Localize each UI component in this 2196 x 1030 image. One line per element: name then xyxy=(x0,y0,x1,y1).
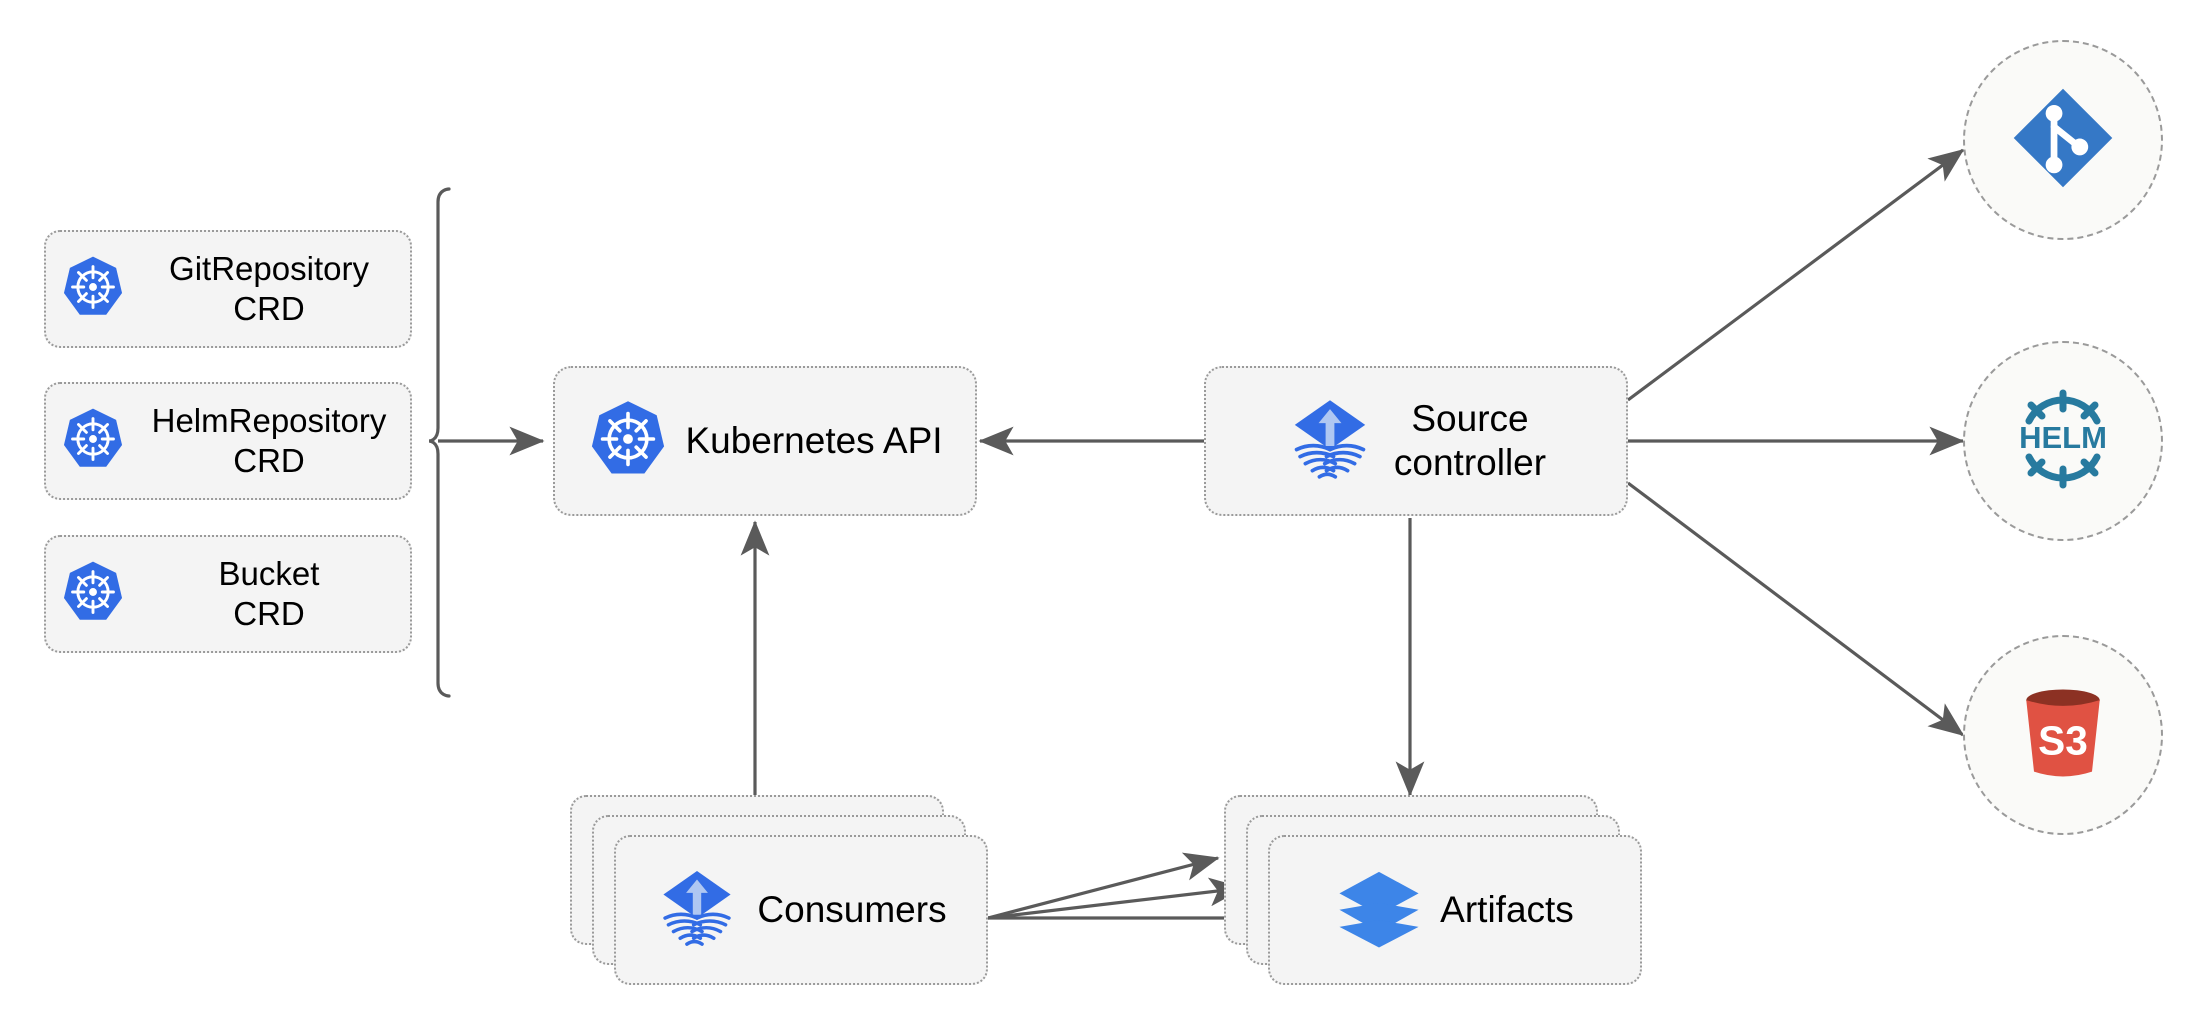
edge-consumers-to-artifacts-1 xyxy=(987,852,1220,920)
helm-wordmark: HELM xyxy=(2019,420,2107,455)
kubernetes-icon xyxy=(587,398,669,485)
crd-label: Bucket CRD xyxy=(218,555,320,632)
artifacts-node[interactable]: Artifacts xyxy=(1224,795,1642,985)
flux-icon xyxy=(1286,395,1374,488)
consumers-node[interactable]: Consumers xyxy=(570,795,988,985)
source-controller-label: Source controller xyxy=(1393,397,1547,483)
layers-icon xyxy=(1336,865,1422,956)
git-icon xyxy=(2007,82,2119,199)
artifacts-label: Artifacts xyxy=(1440,889,1574,930)
external-service-git[interactable] xyxy=(1963,40,2163,240)
kubernetes-api-node[interactable]: Kubernetes API xyxy=(553,366,977,516)
kubernetes-icon xyxy=(60,406,126,477)
kubernetes-icon xyxy=(60,559,126,630)
external-service-s3[interactable]: S3 xyxy=(1963,635,2163,835)
crd-box-gitrepository[interactable]: GitRepository CRD xyxy=(44,230,412,348)
crd-box-helmrepository[interactable]: HelmRepository CRD xyxy=(44,382,412,500)
s3-bucket-icon: S3 xyxy=(2005,675,2121,796)
crd-label: GitRepository CRD xyxy=(169,250,369,327)
source-controller-node[interactable]: Source controller xyxy=(1204,366,1628,516)
artifacts-stack-front[interactable]: Artifacts xyxy=(1268,835,1642,985)
edge-consumers-to-artifacts-2 xyxy=(987,877,1245,920)
kubernetes-api-label: Kubernetes API xyxy=(685,419,943,461)
edge-source-to-git xyxy=(1627,148,1965,402)
edge-source-to-s3 xyxy=(1627,481,1965,737)
flux-icon xyxy=(655,866,739,955)
crd-box-bucket[interactable]: Bucket CRD xyxy=(44,535,412,653)
crd-label: HelmRepository CRD xyxy=(151,402,387,479)
kubernetes-icon xyxy=(60,254,126,325)
s3-wordmark: S3 xyxy=(2038,717,2088,763)
external-service-helm[interactable]: HELM xyxy=(1963,341,2163,541)
consumers-stack-front[interactable]: Consumers xyxy=(614,835,988,985)
consumers-label: Consumers xyxy=(757,889,947,930)
crd-group-brace xyxy=(428,187,451,698)
helm-icon: HELM xyxy=(2003,379,2123,504)
